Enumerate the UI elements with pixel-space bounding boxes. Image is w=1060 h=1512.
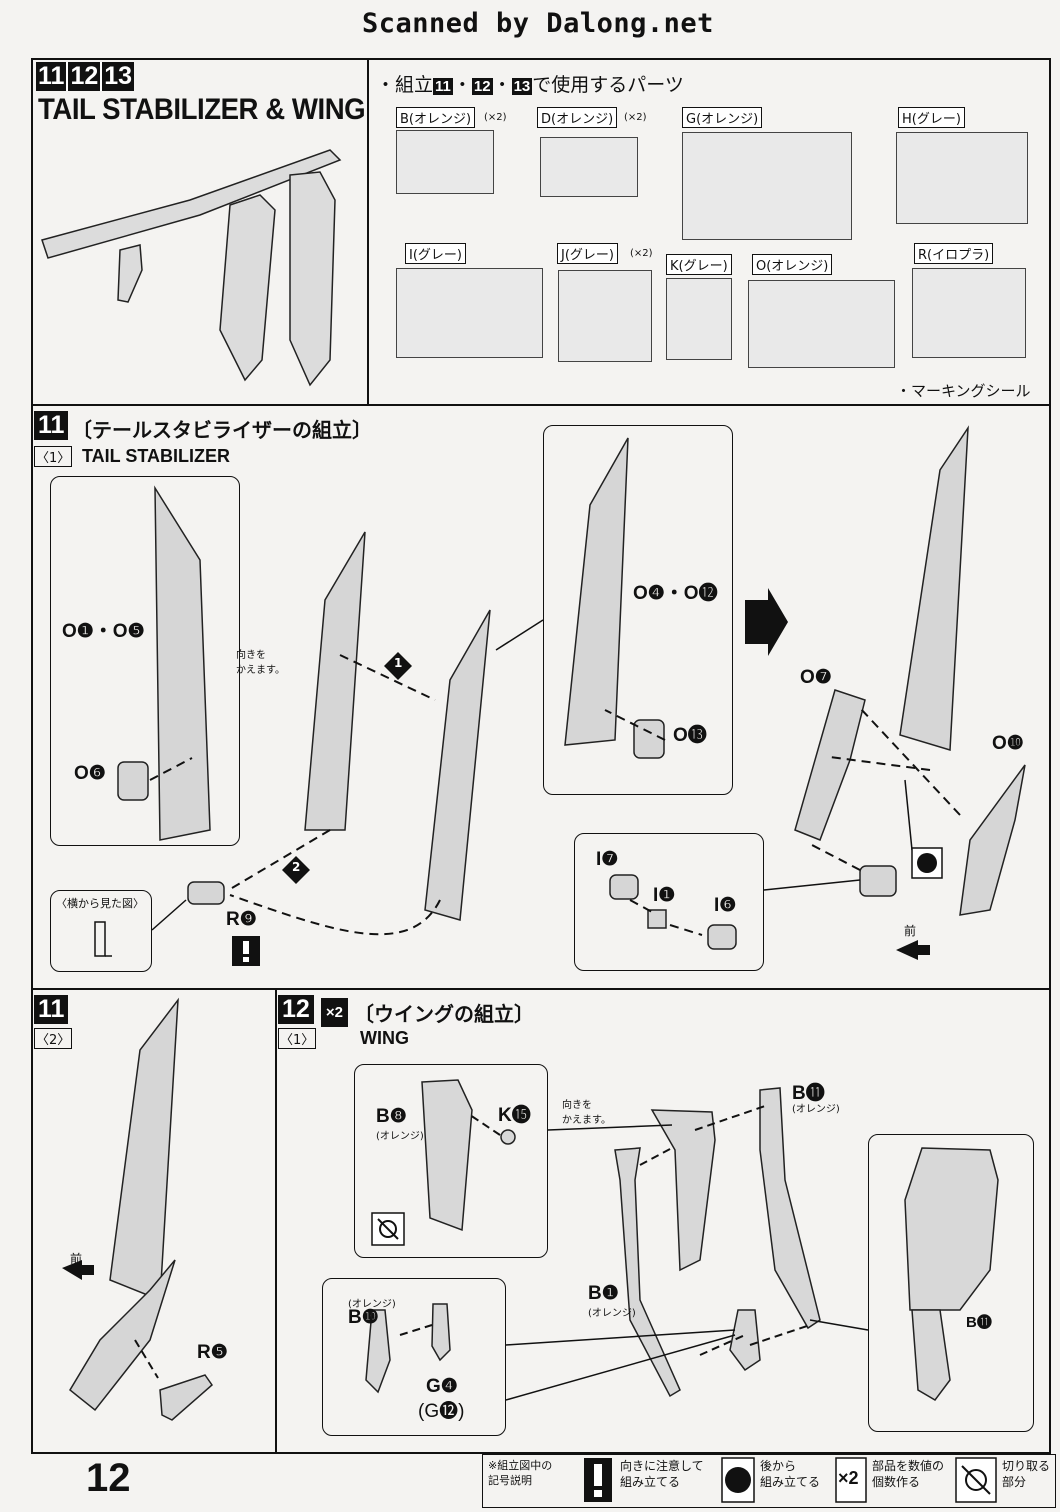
step12-title-en: WING [360,1028,409,1048]
label-o6: O❻ [74,763,106,784]
runner-label-i: I(グレー) [405,243,466,264]
step11-1-title-en: TAIL STABILIZER [82,446,230,466]
label-o7: O❼ [800,667,832,688]
step-number-11: 11 [36,62,67,91]
label-b10: B❿ [348,1307,379,1328]
runner-r-image [912,268,1026,358]
runner-i-image [396,268,543,358]
runner-label-b: B(オレンジ) [396,107,476,128]
runner-g-image [682,132,852,240]
callout-side-view [50,890,152,972]
runner-b-image [396,130,494,194]
label-r5: R❺ [197,1342,228,1363]
step12-frame [275,988,1051,1454]
runner-label-g: G(オレンジ) [682,107,763,128]
legend-frame [482,1454,1056,1508]
legend-cut-text: 切り取る 部分 [1002,1459,1051,1489]
label-b8: B❽ [376,1106,407,1127]
label-r9: R❾ [226,909,257,930]
runner-qty-d: (×2) [624,112,647,123]
step12-note-turn: 向きを かえます。 [562,1100,611,1126]
label-i1: I❶ [653,885,676,906]
runner-label-r: R(イロプラ) [914,243,994,264]
legend-attention-text: 向きに注意して 組み立てる [620,1459,704,1489]
side-view-label: 〈横から見た図〉 [56,897,144,910]
runner-label-k: K(グレー) [666,254,732,275]
step-number-12: 12 [66,62,101,91]
runner-h-image [896,132,1028,224]
runner-label-j: J(グレー) [557,243,618,264]
runner-qty-b: (×2) [484,112,507,123]
label-g4: G❹ [426,1376,458,1397]
step12-sub: 〈1〉 [278,1028,317,1049]
arrow-1-label: 1 [394,656,403,670]
callout-b10 [322,1278,506,1436]
step12-title-jp: 〔ウイングの組立〕 [354,1002,534,1026]
label-k15: K⓯ [498,1105,531,1126]
step11-1-header: 11 [34,411,69,440]
label-o10: O❿ [992,733,1024,754]
label-b11: B⓫ [792,1083,825,1104]
step11-1-number: 11 [34,411,69,440]
runner-d-image [540,137,638,197]
watermark: Scanned by Dalong.net [362,8,714,39]
label-g12: (G⓬) [418,1401,465,1422]
label-b11-color: (オレンジ) [792,1104,840,1115]
step11-2-header: 11 [34,995,69,1024]
callout-b8 [354,1064,548,1258]
marking-seal-label: ・マーキングシール [896,382,1031,400]
callout-b11 [868,1134,1034,1432]
runner-label-h: H(グレー) [898,107,965,128]
step11-2-sub: 〈2〉 [34,1028,73,1049]
label-b8-color: (オレンジ) [376,1131,424,1142]
step12-multiplier: ×2 [320,998,349,1027]
runner-label-o: O(オレンジ) [752,254,833,275]
front-label: 前 [904,924,917,938]
step11-1-title-jp: 〔テールスタビライザーの組立〕 [72,418,372,442]
legend-after-text: 後から 組み立てる [760,1459,821,1489]
label-i7: I❼ [596,849,619,870]
runner-label-d: D(オレンジ) [537,107,618,128]
step11-2-number: 11 [34,995,69,1024]
label-o1-o5: O❶・O❺ [62,621,145,642]
legend-multiply-text: 部品を数値の 個数作る [872,1459,945,1489]
step-number-13: 13 [100,62,135,91]
legend-multiply-symbol: ×2 [838,1468,859,1488]
page-number: 12 [86,1456,131,1500]
multiply-icon [835,1457,867,1503]
runner-qty-j: (×2) [630,248,653,259]
section-title: TAIL STABILIZER & WING [38,93,366,126]
legend-title: ※組立図中の 記号説明 [488,1459,553,1487]
label-b10-color: (オレンジ) [348,1299,396,1310]
label-b1: B❶ [588,1283,619,1304]
label-b11-detail: B⓫ [966,1314,992,1331]
step12-header: 12 ×2 [278,995,349,1027]
label-o4-o12: O❹・O⓬ [633,583,718,604]
callout-o4-o12 [543,425,733,795]
label-i6: I❻ [714,895,737,916]
callout-i-parts [574,833,764,971]
runner-k-image [666,278,732,360]
step12-number: 12 [278,995,314,1024]
callout-o1-o5 [50,476,240,846]
runner-o-image [748,280,895,368]
step11-1-sub: 〈1〉 [34,446,73,467]
arrow-2-label: 2 [292,860,301,874]
note-turn: 向きを かえます。 [236,650,285,676]
label-o13: O⓭ [673,725,707,746]
step11-2-front-label: 前 [70,1252,83,1266]
label-b1-color: (オレンジ) [588,1308,636,1319]
runner-j-image [558,270,652,362]
